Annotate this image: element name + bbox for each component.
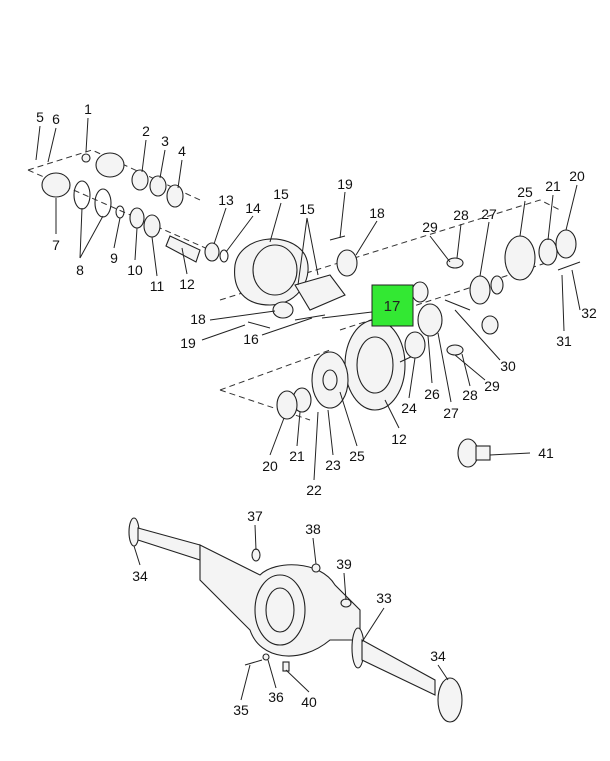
callout-25a[interactable]: 25 bbox=[517, 184, 533, 200]
pinion-parts bbox=[41, 152, 229, 263]
callout-28b[interactable]: 28 bbox=[462, 387, 478, 403]
callout-21b[interactable]: 21 bbox=[289, 448, 305, 464]
callout-3[interactable]: 3 bbox=[161, 133, 169, 149]
callout-32[interactable]: 32 bbox=[581, 305, 597, 321]
callout-5[interactable]: 5 bbox=[36, 109, 44, 125]
callout-18a[interactable]: 18 bbox=[369, 205, 385, 221]
callout-labels: 5 6 1 2 3 4 7 8 9 10 11 12 13 14 15 15 1… bbox=[36, 101, 597, 718]
callout-15b[interactable]: 15 bbox=[299, 201, 315, 217]
callout-23[interactable]: 23 bbox=[325, 457, 341, 473]
axle-housing bbox=[128, 517, 463, 723]
callout-28a[interactable]: 28 bbox=[453, 207, 469, 223]
callout-37[interactable]: 37 bbox=[247, 508, 263, 524]
callout-38[interactable]: 38 bbox=[305, 521, 321, 537]
callout-8[interactable]: 8 bbox=[76, 262, 84, 278]
callout-29a[interactable]: 29 bbox=[422, 219, 438, 235]
callout-36[interactable]: 36 bbox=[268, 689, 284, 705]
callout-12[interactable]: 12 bbox=[179, 276, 195, 292]
callout-40[interactable]: 40 bbox=[301, 694, 317, 710]
callout-17[interactable]: 17 bbox=[384, 298, 401, 315]
callout-33[interactable]: 33 bbox=[376, 590, 392, 606]
callout-4[interactable]: 4 bbox=[178, 143, 186, 159]
callout-10[interactable]: 10 bbox=[127, 262, 143, 278]
callout-19b[interactable]: 19 bbox=[180, 335, 196, 351]
callout-15a[interactable]: 15 bbox=[273, 186, 289, 202]
callout-29b[interactable]: 29 bbox=[484, 378, 500, 394]
callout-14[interactable]: 14 bbox=[245, 200, 261, 216]
callout-6[interactable]: 6 bbox=[52, 111, 60, 127]
leader-lines bbox=[35, 117, 581, 701]
callout-41[interactable]: 41 bbox=[538, 445, 554, 461]
callout-13[interactable]: 13 bbox=[218, 192, 234, 208]
ring-gear bbox=[247, 235, 426, 420]
callout-1[interactable]: 1 bbox=[84, 101, 92, 117]
callout-34a[interactable]: 34 bbox=[132, 568, 148, 584]
callout-9[interactable]: 9 bbox=[110, 250, 118, 266]
callout-20b[interactable]: 20 bbox=[262, 458, 278, 474]
callout-19a[interactable]: 19 bbox=[337, 176, 353, 192]
callout-2[interactable]: 2 bbox=[142, 123, 150, 139]
carrier-housing bbox=[234, 238, 358, 319]
callout-35[interactable]: 35 bbox=[233, 702, 249, 718]
callout-16[interactable]: 16 bbox=[243, 331, 259, 347]
callout-27a[interactable]: 27 bbox=[481, 206, 497, 222]
callout-25b[interactable]: 25 bbox=[349, 448, 365, 464]
callout-22[interactable]: 22 bbox=[306, 482, 322, 498]
callout-21a[interactable]: 21 bbox=[545, 178, 561, 194]
callout-7[interactable]: 7 bbox=[52, 237, 60, 253]
callout-24[interactable]: 24 bbox=[401, 400, 417, 416]
callout-31[interactable]: 31 bbox=[556, 333, 572, 349]
callout-12b[interactable]: 12 bbox=[391, 431, 407, 447]
callout-18b[interactable]: 18 bbox=[190, 311, 206, 327]
differential-parts bbox=[411, 229, 581, 356]
callout-11[interactable]: 11 bbox=[150, 278, 165, 294]
callout-34b[interactable]: 34 bbox=[430, 648, 446, 664]
callout-30[interactable]: 30 bbox=[500, 358, 516, 374]
callout-39[interactable]: 39 bbox=[336, 556, 352, 572]
callout-20a[interactable]: 20 bbox=[569, 168, 585, 184]
highlight-box-17[interactable] bbox=[371, 284, 414, 327]
callout-27b[interactable]: 27 bbox=[443, 405, 459, 421]
part-41 bbox=[457, 438, 491, 468]
callout-26[interactable]: 26 bbox=[424, 386, 440, 402]
